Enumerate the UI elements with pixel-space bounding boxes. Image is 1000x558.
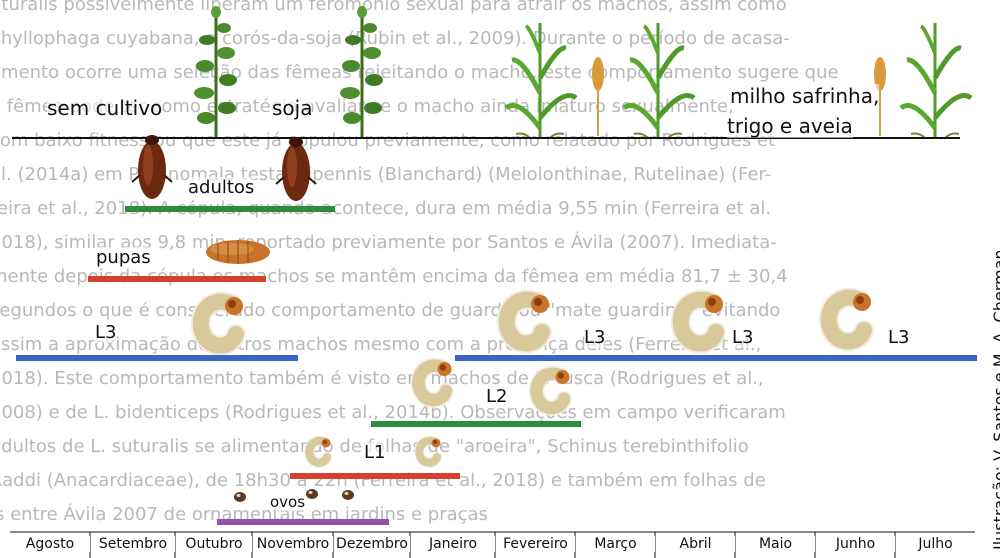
l3-period-bar (455, 355, 977, 361)
stage-label-l2: L2 (486, 386, 507, 407)
larva-l3-icon (829, 293, 871, 342)
soy-plant-icon (340, 6, 383, 138)
larva-l1-icon (419, 439, 440, 463)
egg-icon (306, 489, 318, 499)
crop-label-winter: milho safrinha, (730, 84, 879, 108)
larva-l3-icon (507, 295, 549, 344)
stage-label-adults: adultos (188, 177, 254, 198)
month-label: Julho (896, 536, 975, 552)
soy-plant-icon (194, 6, 237, 138)
month-label: Agosto (10, 536, 90, 552)
eggs-period-bar (217, 519, 389, 525)
stage-label-eggs: ovos (270, 493, 305, 511)
month-label: Novembro (253, 536, 333, 552)
stage-label-l3: L3 (584, 327, 605, 348)
month-label: Dezembro (334, 536, 410, 552)
adults-period-bar (125, 206, 335, 212)
credit-text: Ilustração: V. Santos e M. A. Cherman (990, 249, 1000, 550)
month-label: Março (576, 536, 655, 552)
corn-plant-icon (901, 23, 971, 138)
wheat-icon (592, 57, 604, 136)
corn-plant-icon (624, 23, 694, 138)
month-label: Maio (736, 536, 815, 552)
crop-label-winter-2: trigo e aveia (727, 114, 853, 138)
larva-l3-icon (681, 295, 723, 344)
crop-label-soy: soja (272, 96, 312, 120)
illustration-credit: Ilustração: V. Santos e M. A. Cherman (966, 10, 996, 555)
l1-period-bar (290, 473, 460, 479)
egg-icon (234, 492, 246, 502)
pupa-icon (206, 240, 270, 264)
month-label: Setembro (91, 536, 175, 552)
larva-l2-icon (419, 362, 452, 400)
corn-plant-icon (506, 23, 576, 138)
l3-period-bar (16, 355, 298, 361)
month-label: Janeiro (411, 536, 495, 552)
month-label: Junho (816, 536, 895, 552)
adult-beetle-icon (132, 135, 172, 199)
l2-period-bar (371, 421, 581, 427)
stage-label-l3: L3 (95, 322, 116, 343)
month-label: Outubro (176, 536, 252, 552)
stage-label-l3: L3 (888, 327, 909, 348)
stage-label-l3: L3 (732, 327, 753, 348)
pupae-period-bar (88, 276, 266, 282)
stage-label-pupae: pupas (96, 247, 151, 268)
crop-label-fallow: sem cultivo (47, 96, 162, 120)
larva-l3-icon (201, 297, 243, 346)
month-label: Fevereiro (496, 536, 575, 552)
adult-beetle-icon (276, 137, 316, 201)
egg-icon (342, 490, 354, 500)
month-label: Abril (656, 536, 735, 552)
stage-label-l1: L1 (364, 442, 385, 463)
larva-l2-icon (537, 370, 570, 408)
larva-l1-icon (309, 439, 330, 463)
